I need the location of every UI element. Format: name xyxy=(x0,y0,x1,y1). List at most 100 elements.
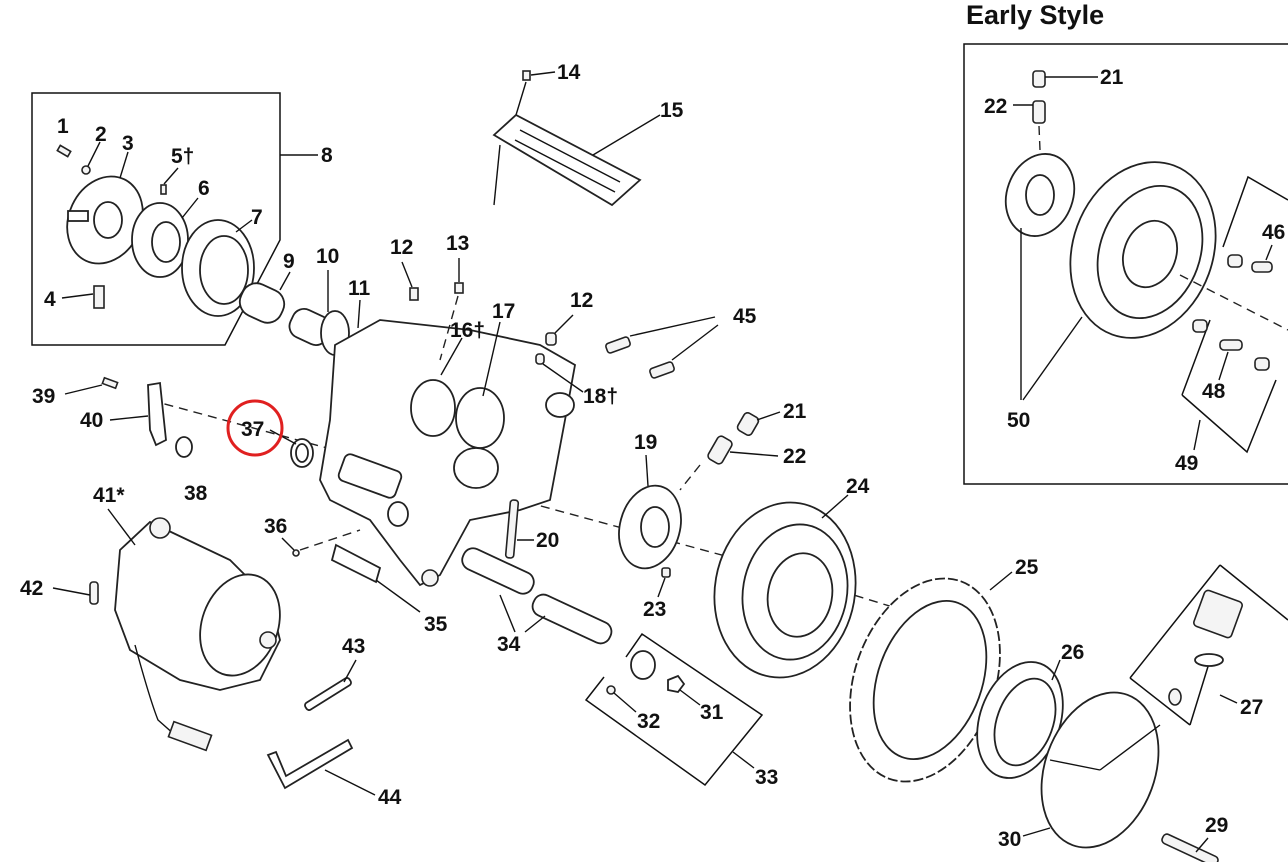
callout-44[interactable]: 44 xyxy=(378,786,402,809)
callout-22[interactable]: 22 xyxy=(783,445,806,468)
inset-callout-21[interactable]: 21 xyxy=(1100,66,1124,89)
inset-callout-46[interactable]: 46 xyxy=(1262,221,1285,244)
callout-31[interactable]: 31 xyxy=(700,701,724,724)
group-49-box xyxy=(1181,175,1288,454)
part-18-plug xyxy=(535,353,545,365)
part-19-carrier xyxy=(618,484,682,570)
callout-21[interactable]: 21 xyxy=(783,400,807,423)
callout-42[interactable]: 42 xyxy=(20,577,43,600)
part-40-bracket xyxy=(147,381,167,447)
callout-19[interactable]: 19 xyxy=(634,431,657,454)
callout-14[interactable]: 14 xyxy=(557,61,581,84)
callout-24[interactable]: 24 xyxy=(846,475,870,498)
inset-callout-50[interactable]: 50 xyxy=(1007,409,1030,432)
part-6-bushing xyxy=(131,202,189,278)
callout-8[interactable]: 8 xyxy=(321,144,333,167)
part-30-chuck xyxy=(1040,691,1161,849)
part-38-bushing xyxy=(175,436,193,458)
part-20-bolt xyxy=(504,499,520,559)
part-23-pin xyxy=(661,567,671,578)
part-12-fitting-a xyxy=(409,287,419,301)
callout-45[interactable]: 45 xyxy=(733,305,757,328)
callout-39[interactable]: 39 xyxy=(32,385,55,408)
callout-25[interactable]: 25 xyxy=(1015,556,1039,579)
part-44-hex-key xyxy=(266,738,354,790)
group-27-box xyxy=(1129,564,1288,726)
callout-4[interactable]: 4 xyxy=(44,288,56,311)
early-style-inset-box xyxy=(963,43,1288,485)
callout-6[interactable]: 6 xyxy=(198,177,210,200)
callout-43[interactable]: 43 xyxy=(342,635,365,658)
part-7-seal xyxy=(181,219,255,317)
part-4-key xyxy=(93,285,105,309)
highlight-circle-37 xyxy=(226,399,284,457)
callout-29[interactable]: 29 xyxy=(1205,814,1228,837)
part-41-motor xyxy=(114,517,281,752)
callout-23[interactable]: 23 xyxy=(643,598,666,621)
inset-part-21 xyxy=(1032,70,1046,88)
part-21-spring xyxy=(736,412,760,436)
callout-32[interactable]: 32 xyxy=(637,710,660,733)
callout-11[interactable]: 11 xyxy=(348,277,371,300)
callout-16[interactable]: 16† xyxy=(450,319,485,342)
part-12-fitting-b xyxy=(545,332,557,346)
part-36-screw xyxy=(292,549,300,557)
part-13-fitting xyxy=(454,282,464,294)
part-washer-33 xyxy=(630,650,656,680)
inset-callout-48[interactable]: 48 xyxy=(1202,380,1226,403)
callout-30[interactable]: 30 xyxy=(998,828,1021,851)
part-37-washer xyxy=(290,438,314,468)
part-35-plate xyxy=(330,543,382,584)
callout-26[interactable]: 26 xyxy=(1061,641,1084,664)
part-24-drum xyxy=(713,501,857,679)
part-26-ring xyxy=(976,661,1064,779)
inset-part-22 xyxy=(1032,100,1046,124)
callout-35[interactable]: 35 xyxy=(424,613,448,636)
part-3-plate xyxy=(66,175,144,265)
callout-3[interactable]: 3 xyxy=(122,132,134,155)
callout-10[interactable]: 10 xyxy=(316,245,339,268)
part-31-nut xyxy=(667,674,686,693)
callout-36[interactable]: 36 xyxy=(264,515,287,538)
callout-34[interactable]: 34 xyxy=(497,633,521,656)
callout-37[interactable]: 37 xyxy=(241,418,264,441)
part-39-screw xyxy=(101,376,119,390)
part-2-screw xyxy=(81,165,91,175)
callout-38[interactable]: 38 xyxy=(184,482,208,505)
callout-18[interactable]: 18† xyxy=(583,385,618,408)
callout-1[interactable]: 1 xyxy=(57,115,69,138)
motor-axis xyxy=(299,529,361,551)
part-9-sleeve xyxy=(238,282,286,324)
callout-15[interactable]: 15 xyxy=(660,99,684,122)
part-43-rod xyxy=(304,677,352,711)
part-1-pin xyxy=(56,144,72,158)
part-15-label-plate xyxy=(492,113,642,207)
part-32-ball xyxy=(606,685,616,695)
inset-callout-22[interactable]: 22 xyxy=(984,95,1007,118)
inset-part-50-drum xyxy=(1069,161,1217,339)
part-29-pin xyxy=(1161,833,1219,862)
callout-41[interactable]: 41* xyxy=(93,484,125,507)
callout-27[interactable]: 27 xyxy=(1240,696,1263,719)
part-5-pin xyxy=(160,184,167,195)
callout-7[interactable]: 7 xyxy=(251,206,263,229)
callout-13[interactable]: 13 xyxy=(446,232,469,255)
part-34-pins xyxy=(461,547,613,645)
callout-12b[interactable]: 12 xyxy=(570,289,593,312)
part-14-screw xyxy=(522,70,531,81)
callout-17[interactable]: 17 xyxy=(492,300,515,323)
part-42-screw xyxy=(89,581,99,605)
callout-2[interactable]: 2 xyxy=(95,123,107,146)
callout-20[interactable]: 20 xyxy=(536,529,559,552)
inset-callout-49[interactable]: 49 xyxy=(1175,452,1198,475)
callout-9[interactable]: 9 xyxy=(283,250,295,273)
callout-33[interactable]: 33 xyxy=(755,766,778,789)
callout-12a[interactable]: 12 xyxy=(390,236,413,259)
part-45-grease-fittings xyxy=(605,336,675,379)
part-25-jaw-ring xyxy=(849,577,1001,783)
inset-part-50-carrier xyxy=(1004,153,1076,237)
part-27-jaw-insert xyxy=(1168,589,1243,706)
callout-5[interactable]: 5† xyxy=(171,145,194,168)
callout-40[interactable]: 40 xyxy=(80,409,103,432)
